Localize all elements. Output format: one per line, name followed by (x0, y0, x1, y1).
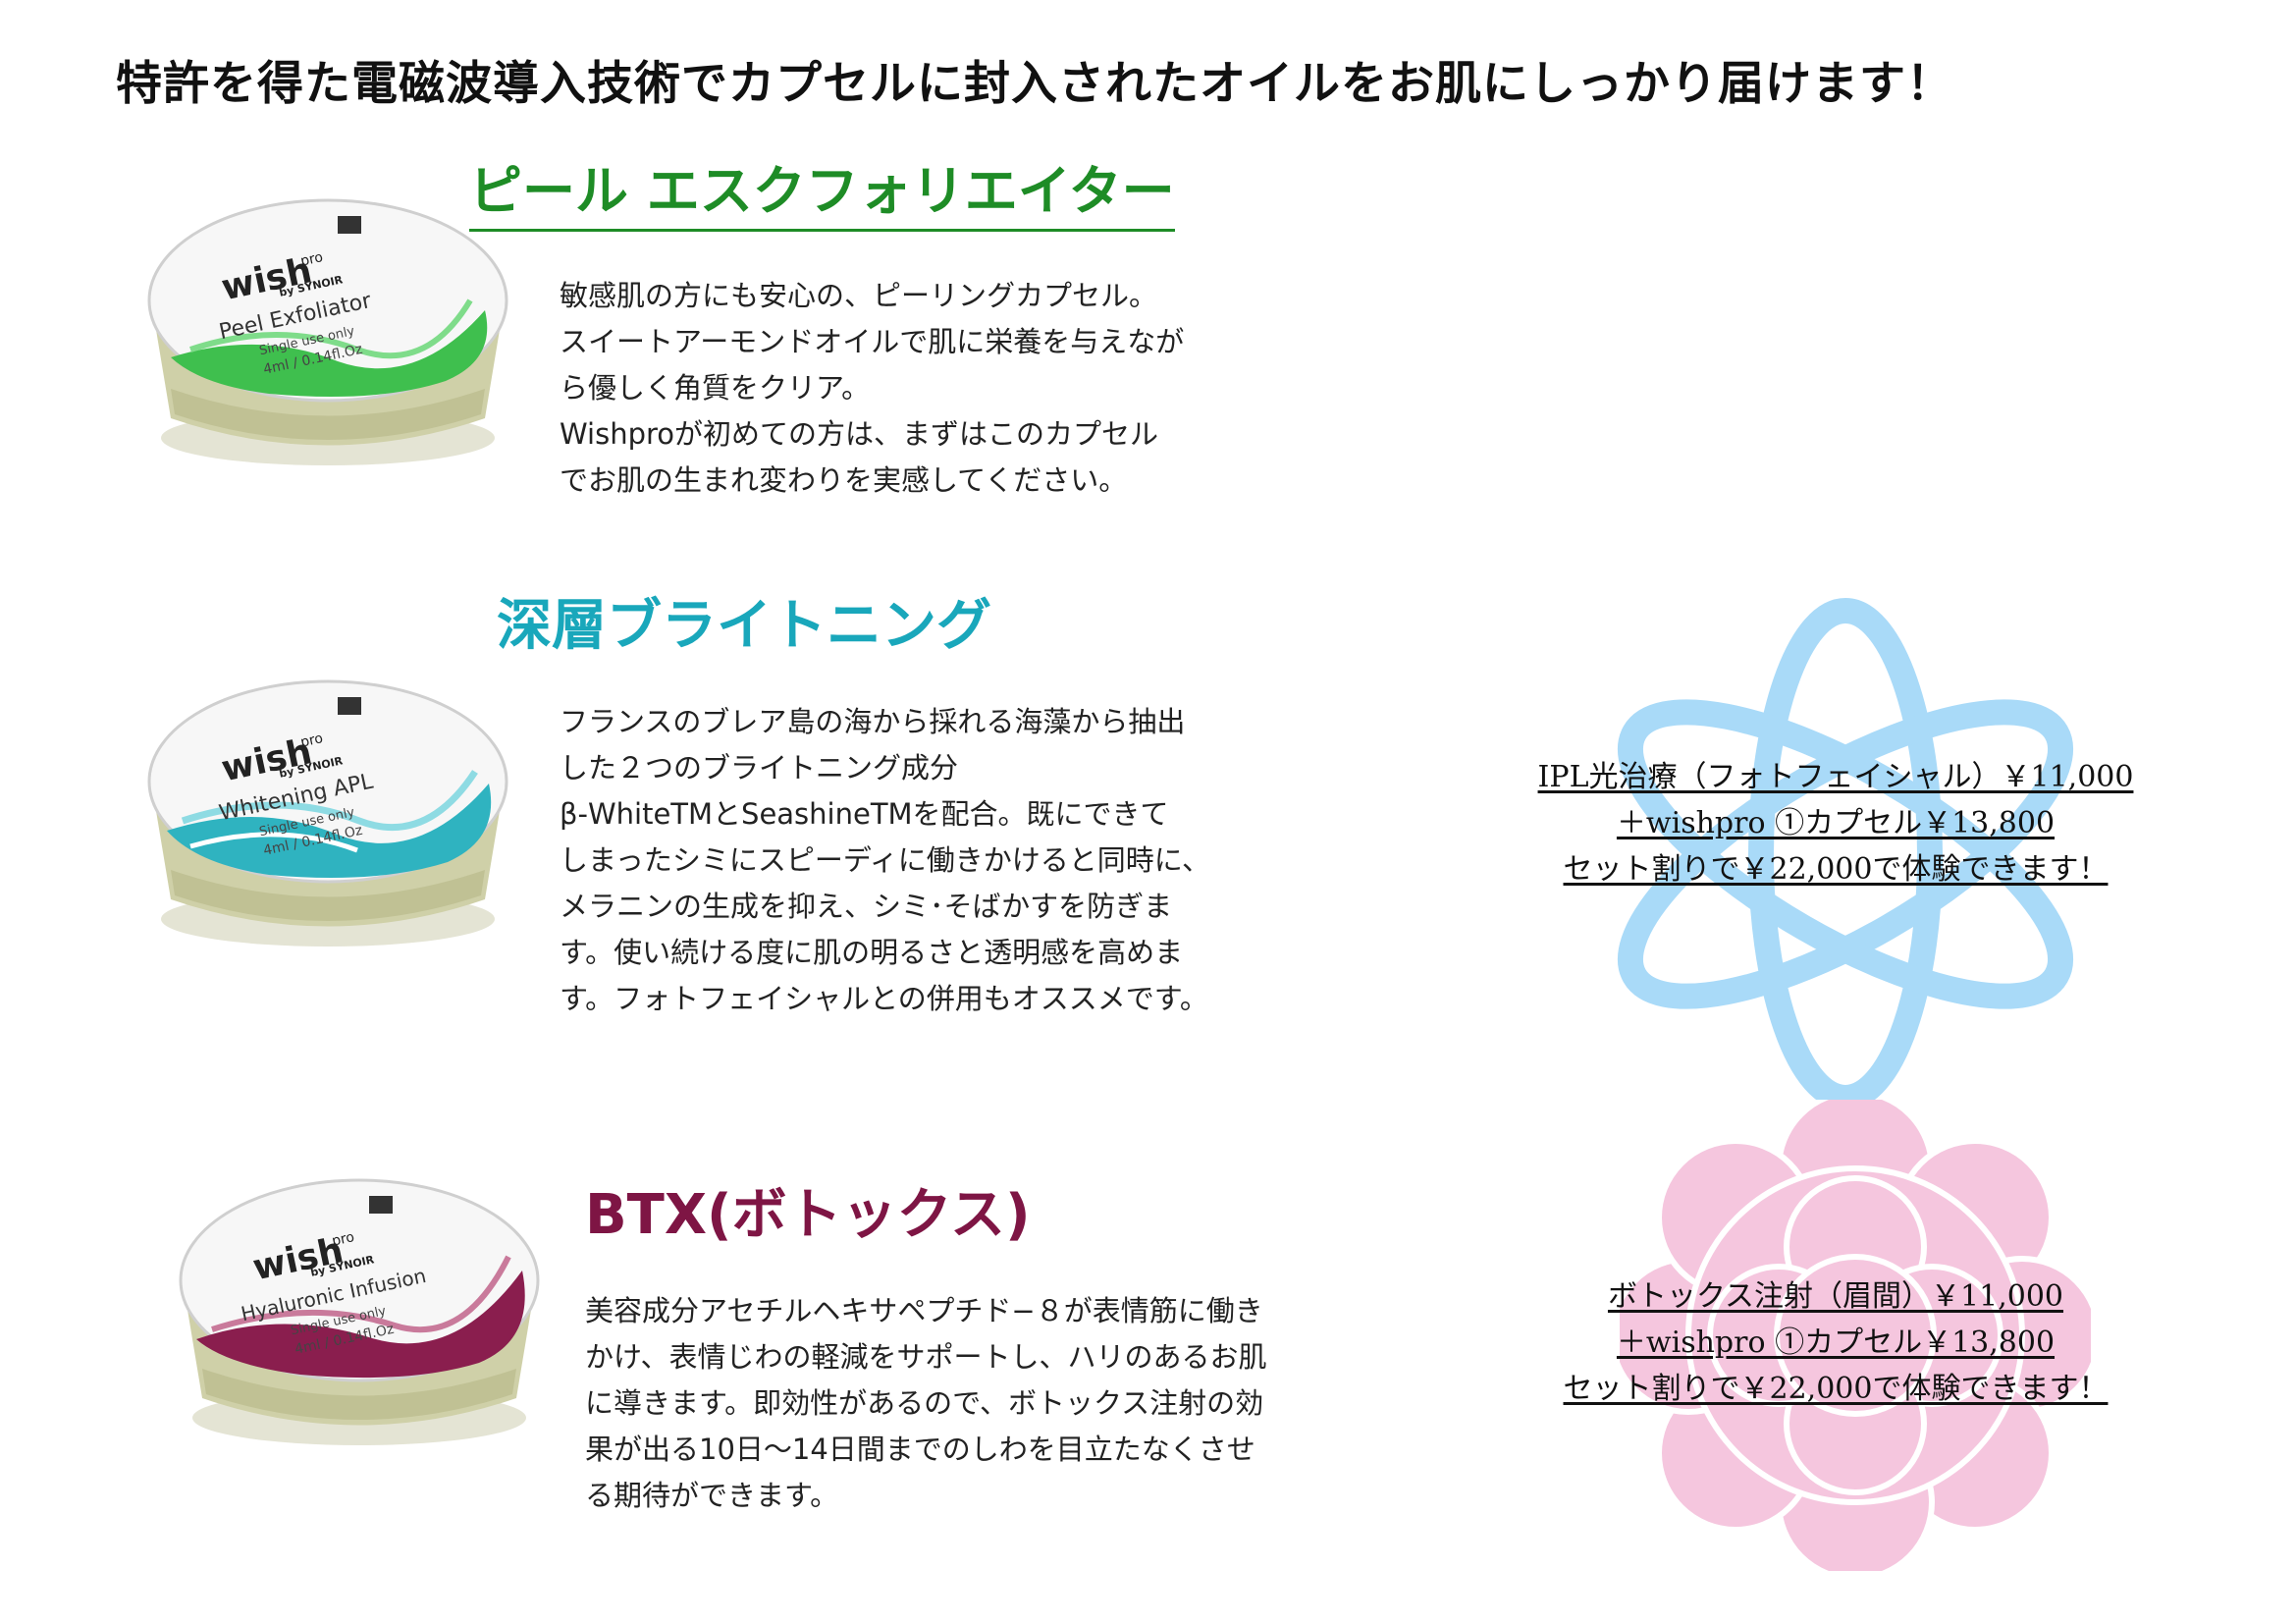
btx-desc-line: 果が出る10日〜14日間までのしわを目立たなくさせ (585, 1433, 1255, 1466)
btx-offer-line: セット割りで￥22,000で体験できます！ (1563, 1372, 2109, 1406)
whitening-desc-line: す。使い続ける度に肌の明るさと透明感を高めま (560, 936, 1184, 969)
peel-capsule-brand-sup: pro (299, 249, 325, 269)
btx-desc-line: る期待ができます。 (585, 1479, 839, 1512)
btx-capsule-brand-sup: pro (331, 1229, 356, 1249)
whitening-desc-line: β-WhiteTMとSeashineTMを配合。既にできて (560, 797, 1169, 831)
whitening-desc-line: しまったシミにスピーディに働きかけると同時に、 (560, 843, 1210, 877)
peel-desc-line: でお肌の生まれ変わりを実感してください。 (560, 463, 1128, 497)
btx-offer-line: ＋wishpro ①カプセル￥13,800 (1616, 1325, 2056, 1360)
btx-desc-line: 美容成分アセチルヘキサペプチド−８が表情筋に働き (585, 1294, 1263, 1327)
peel-desc-line: Wishproが初めての方は、まずはこのカプセル (560, 417, 1159, 451)
btx-description: 美容成分アセチルヘキサペプチド−８が表情筋に働き かけ、表情じわの軽減をサポート… (585, 1288, 1267, 1519)
atom-icon (1617, 598, 2074, 1110)
whitening-capsule-brand-sup: pro (299, 730, 325, 750)
ipl-offer-line: IPL光治療（フォトフェイシャル）￥11,000 (1537, 760, 2134, 794)
ipl-offer-line: ＋wishpro ①カプセル￥13,800 (1616, 806, 2056, 840)
whitening-desc-line: した２つのブライトニング成分 (560, 751, 959, 784)
whitening-description: フランスのブレア島の海から採れる海藻から抽出 した２つのブライトニング成分 β-… (560, 699, 1210, 1022)
page-headline: 特許を得た電磁波導入技術でカプセルに封入されたオイルをお肌にしっかり届けます！ (116, 57, 1953, 111)
btx-desc-line: かけ、表情じわの軽減をサポートし、ハリのあるお肌 (585, 1340, 1267, 1374)
btx-offer: ボトックス注射（眉間）￥11,000 ＋wishpro ①カプセル￥13,800… (1463, 1273, 2209, 1412)
peel-title: ピール エスクフォリエイター (469, 147, 1175, 232)
ipl-offer-line: セット割りで￥22,000で体験できます！ (1563, 852, 2109, 887)
btx-title: BTX(ボトックス) (585, 1183, 1031, 1247)
peel-desc-line: スイートアーモンドオイルで肌に栄養を与えなが (560, 325, 1185, 358)
whitening-capsule-image: wish pro by SYNOIR Whitening APL Single … (147, 679, 508, 947)
whitening-desc-line: メラニンの生成を抑え、シミ･そばかすを防ぎま (560, 890, 1173, 923)
peel-desc-line: 敏感肌の方にも安心の、ピーリングカプセル。 (560, 279, 1158, 312)
whitening-desc-line: す。フォトフェイシャルとの併用もオススメです。 (560, 982, 1208, 1015)
btx-capsule-image: wish pro by SYNOIR Hyaluronic Infusion S… (179, 1178, 540, 1445)
btx-desc-line: に導きます。即効性があるので、ボトックス注射の効 (585, 1386, 1264, 1420)
ipl-offer: IPL光治療（フォトフェイシャル）￥11,000 ＋wishpro ①カプセル￥… (1463, 754, 2209, 893)
peel-capsule-image: wish pro by SYNOIR Peel Exfoliator Singl… (147, 198, 508, 465)
btx-offer-line: ボトックス注射（眉間）￥11,000 (1607, 1279, 2064, 1314)
peel-description: 敏感肌の方にも安心の、ピーリングカプセル。 スイートアーモンドオイルで肌に栄養を… (560, 273, 1184, 504)
whitening-desc-line: フランスのブレア島の海から採れる海藻から抽出 (560, 705, 1186, 738)
whitening-title: 深層ブライトニング (497, 594, 991, 658)
peel-desc-line: ら優しく角質をクリア。 (560, 371, 871, 405)
flower-icon (1620, 1100, 2091, 1571)
